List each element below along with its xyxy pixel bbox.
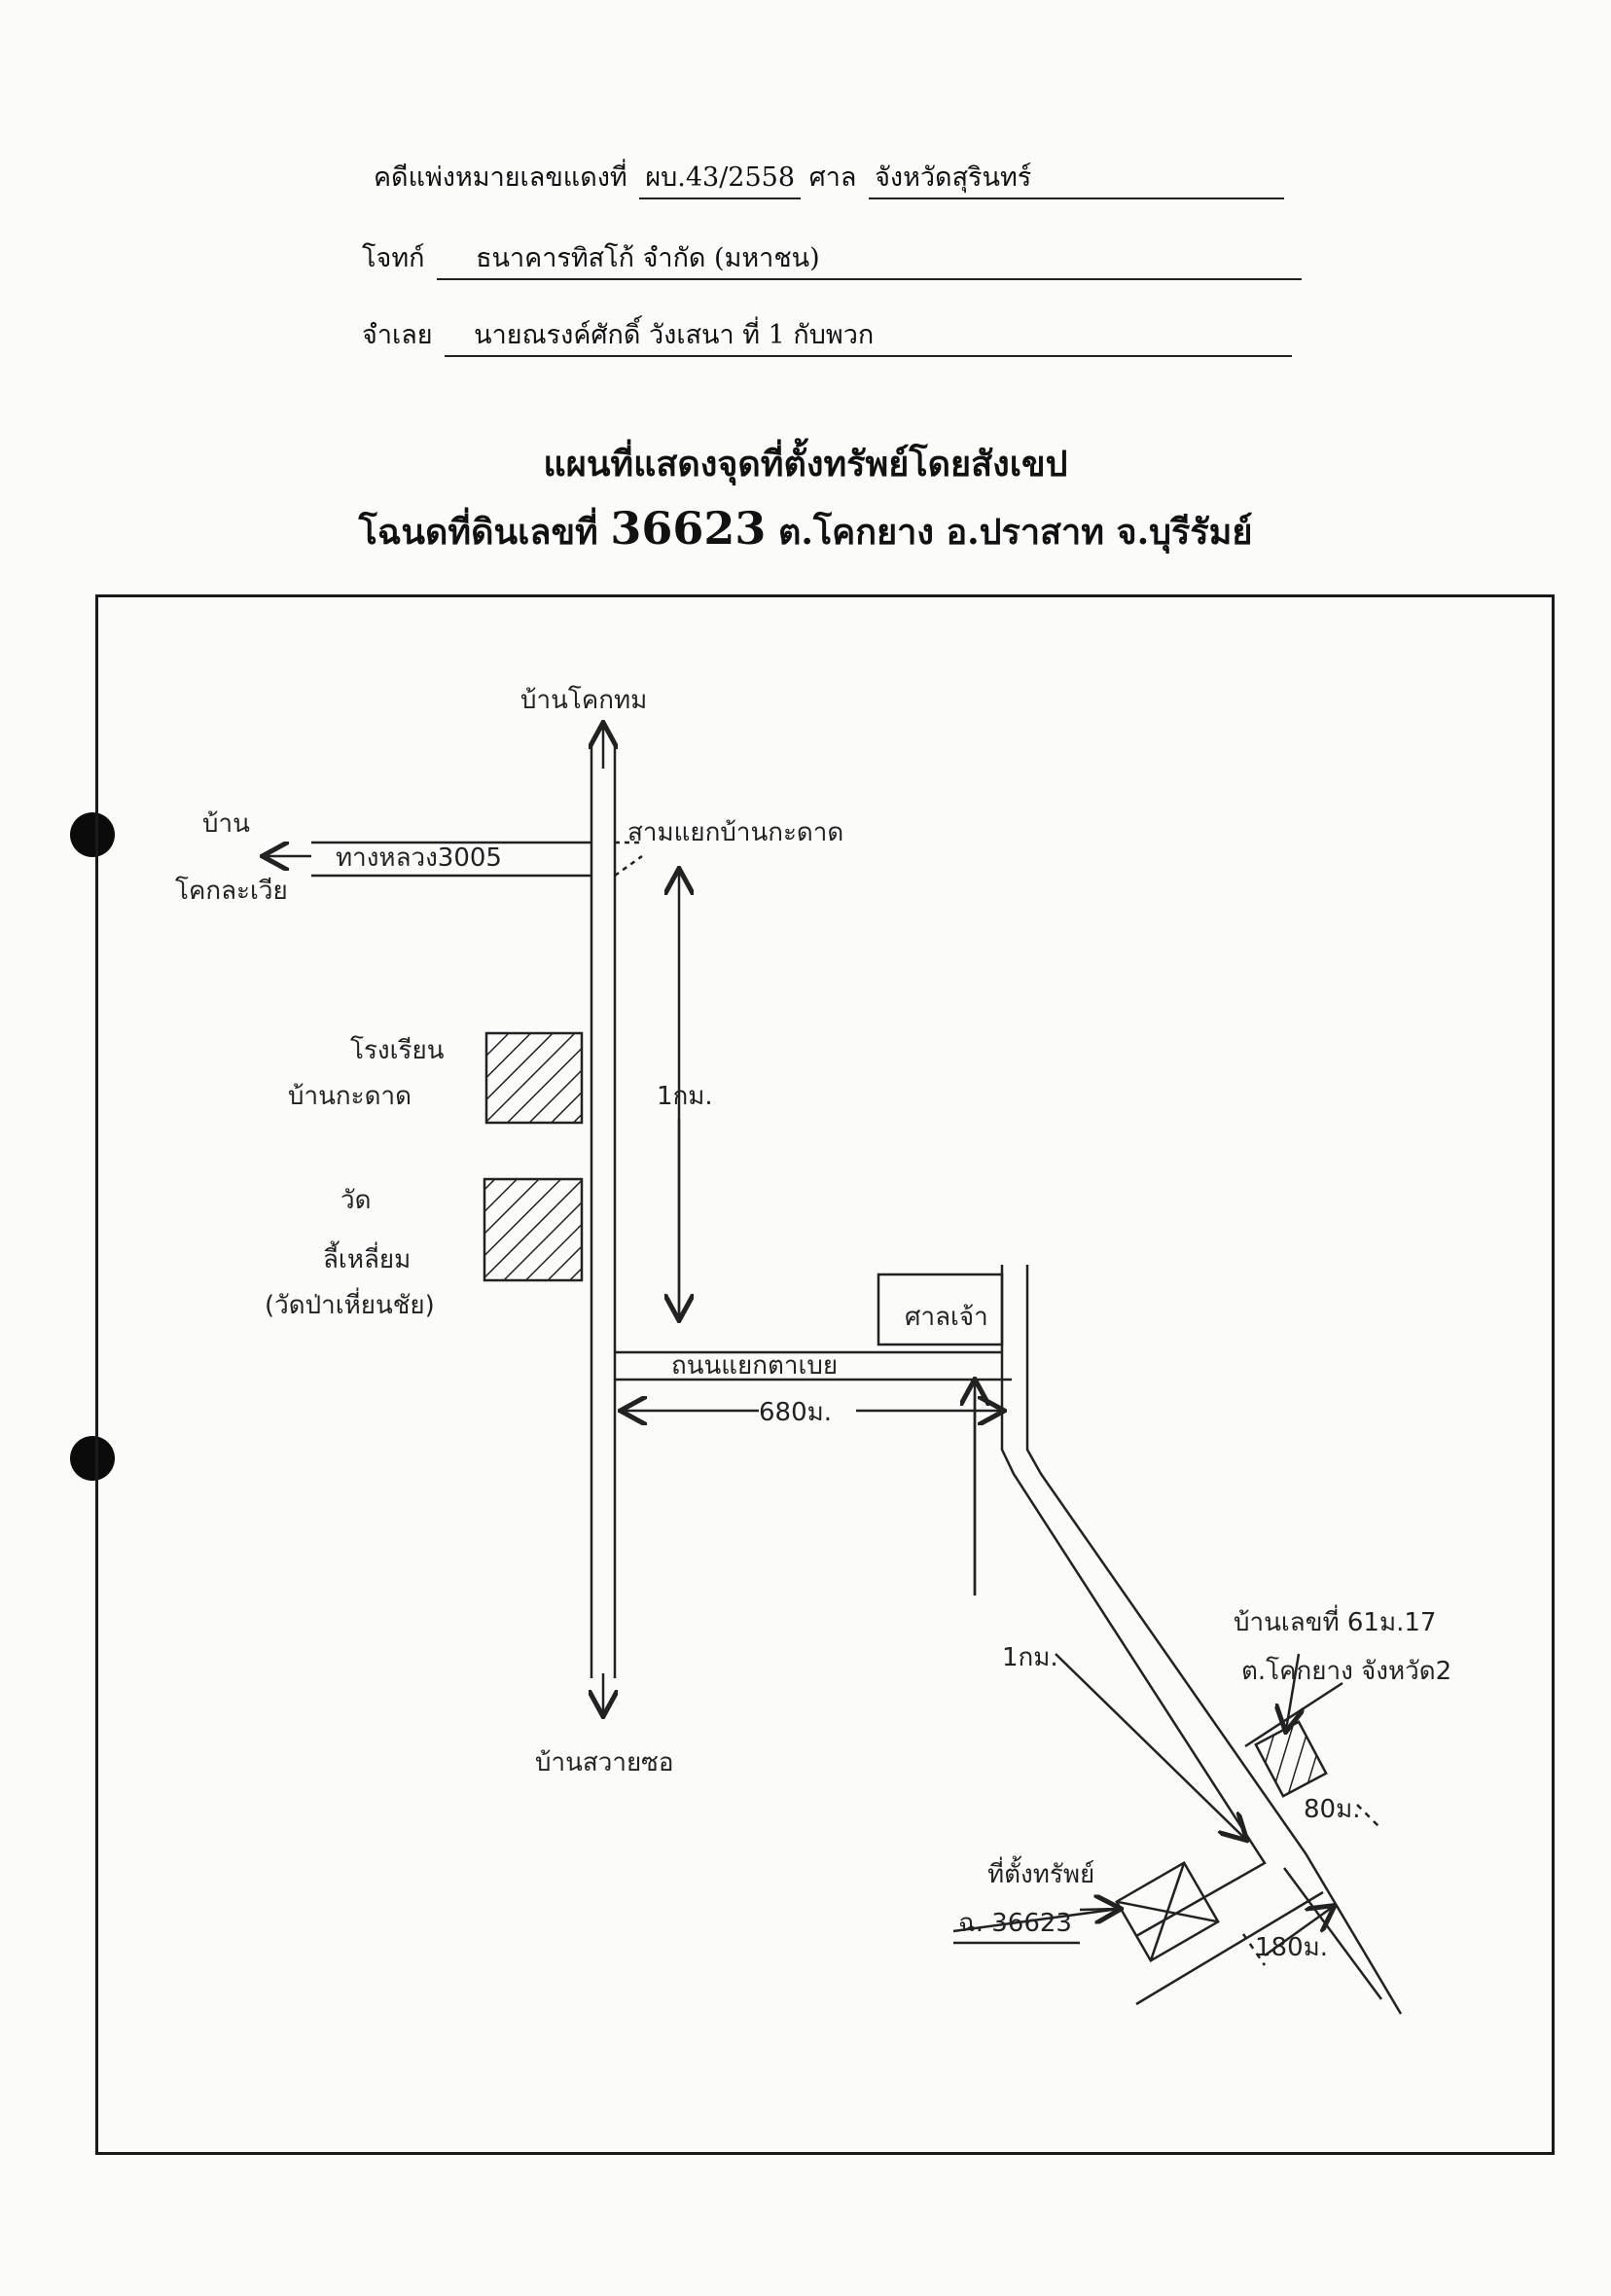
junction-label: สามแยกบ้านกะดาด <box>627 818 843 847</box>
distance-180m: 180ม. <box>1255 1933 1328 1962</box>
distance-680m: 680ม. <box>759 1398 832 1427</box>
south-village-label: บ้านสวายซอ <box>535 1748 673 1777</box>
house-number-label-2: ต.โคกยาง จังหวัด2 <box>1241 1656 1451 1686</box>
temple-label-3: (วัดป่าเหี่ยนชัย) <box>265 1287 435 1320</box>
temple-block <box>483 1177 584 1282</box>
court-name: จังหวัดสุรินทร์ <box>869 156 1285 199</box>
deed-prefix: โฉนดที่ดินเลขที่ <box>358 512 598 553</box>
punch-hole-bottom <box>70 1436 115 1481</box>
house-number-label-1: บ้านเลขที่ 61ม.17 <box>1234 1604 1436 1637</box>
deed-location: ต.โคกยาง อ.ปราสาท จ.บุรีรัมย์ <box>777 512 1253 553</box>
case-number-row: คดีแพ่งหมายเลขแดงที่ ผบ.43/2558 ศาล จังห… <box>374 156 1285 199</box>
temple-label-2: ลี้เหลี่ยม <box>323 1240 411 1274</box>
school-label-2: บ้านกะดาด <box>288 1082 412 1111</box>
court-label: ศาล <box>808 162 857 193</box>
distance-80m: 80ม. <box>1304 1795 1361 1824</box>
temple-label-1: วัด <box>340 1186 371 1215</box>
west-village-label-2: โคกละเวีย <box>175 876 288 906</box>
road-junction-label: ถนนแยกตาเบย <box>671 1351 838 1381</box>
north-village-label: บ้านโคกทม <box>520 685 647 715</box>
distance-1km-north: 1กม. <box>657 1082 713 1111</box>
lot-61-block <box>1254 1720 1328 1798</box>
shrine-box <box>877 1273 1004 1346</box>
deed-number: 36623 <box>610 502 767 555</box>
punch-hole-top <box>70 812 115 857</box>
school-block <box>484 1031 584 1125</box>
map-subtitle: โฉนดที่ดินเลขที่ 36623 ต.โคกยาง อ.ปราสาท… <box>0 502 1611 559</box>
plaintiff-row: โจทก์ ธนาคารทิสโก้ จำกัด (มหาชน) <box>362 236 1302 280</box>
diagonal-road-east-edge <box>1025 1265 1403 2015</box>
plaintiff-label: โจทก์ <box>362 243 425 273</box>
property-label: ที่ตั้งทรัพย์ <box>987 1855 1094 1889</box>
map-title: แผนที่แสดงจุดที่ตั้งทรัพย์โดยสังเขป <box>543 444 1068 484</box>
defendant-name: นายณรงค์ศักดิ์ วังเสนา ที่ 1 กับพวก <box>445 313 1293 357</box>
map-frame <box>95 594 1555 2155</box>
plaintiff-name: ธนาคารทิสโก้ จำกัด (มหาชน) <box>437 236 1302 280</box>
defendant-row: จำเลย นายณรงค์ศักดิ์ วังเสนา ที่ 1 กับพว… <box>362 313 1293 357</box>
highway-label: ทางหลวง3005 <box>336 843 502 873</box>
distance-1km-diagonal: 1กม. <box>1002 1643 1058 1672</box>
case-label: คดีแพ่งหมายเลขแดงที่ <box>374 162 627 193</box>
west-village-label-1: บ้าน <box>202 809 250 839</box>
case-number: ผบ.43/2558 <box>639 156 802 199</box>
diagonal-road-west-edge <box>1000 1380 1267 1938</box>
deed-label: ฉ. 36623 <box>958 1909 1072 1938</box>
property-marker <box>1115 1860 1220 1963</box>
defendant-label: จำเลย <box>362 320 433 350</box>
school-label-1: โรงเรียน <box>350 1035 445 1065</box>
shrine-label: ศาลเจ้า <box>905 1303 988 1332</box>
